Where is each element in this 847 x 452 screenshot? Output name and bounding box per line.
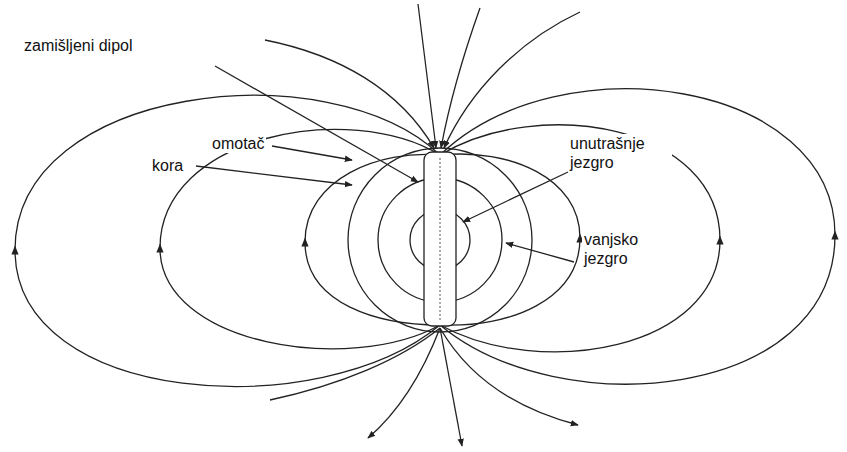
part-label: kora (150, 156, 185, 175)
earth-layers (348, 148, 532, 332)
part-label: unutrašnje jezgro (568, 134, 672, 172)
field-lines (15, 4, 835, 446)
dipole-axis (440, 158, 441, 320)
part-label: vanjsko jezgro (582, 230, 676, 268)
dipole-bar (424, 152, 456, 326)
leader-lines (196, 66, 574, 262)
part-label: zamišljeni dipol (22, 36, 135, 55)
part-label: omotač (210, 134, 266, 153)
